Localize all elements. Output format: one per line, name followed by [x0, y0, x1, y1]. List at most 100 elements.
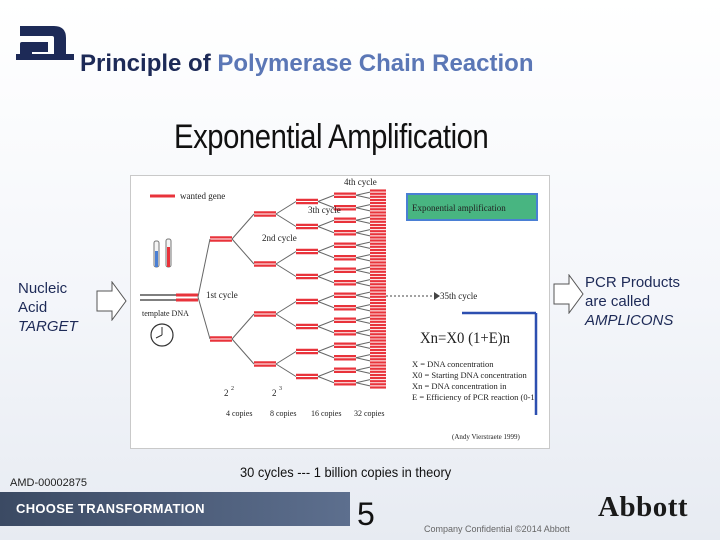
- power-2-left: 2: [224, 388, 229, 398]
- cycle-label-3: 3th cycle: [308, 205, 341, 215]
- branch-line: [317, 294, 335, 302]
- definition-1: X = DNA concentration: [412, 359, 494, 369]
- branch-line: [275, 263, 297, 277]
- exponential-box-label: Exponential amplification: [412, 203, 506, 213]
- branch-line: [317, 301, 335, 309]
- timer-icon: [150, 323, 174, 347]
- branch-line: [355, 207, 371, 212]
- branch-line: [317, 276, 335, 284]
- definition-3: Xn = DNA concentration in: [412, 381, 507, 391]
- branch-line: [355, 319, 371, 324]
- branch-line: [355, 219, 371, 224]
- branch-line: [275, 351, 297, 365]
- branch-line: [355, 216, 371, 221]
- template-dna-label: template DNA: [142, 309, 189, 318]
- right-arrow-icon-2: [553, 274, 584, 314]
- branch-line: [275, 313, 297, 327]
- pcr-diagram: wanted gene template DNA 1st cycle 2nd c…: [140, 177, 538, 441]
- cycle-label-1: 1st cycle: [206, 290, 238, 300]
- branch-line: [231, 213, 255, 240]
- branch-line: [317, 251, 335, 259]
- branch-line: [317, 319, 335, 327]
- copies-16-label: 16 copies: [311, 409, 341, 418]
- branch-line: [355, 354, 371, 359]
- copies-8-label: 8 copies: [270, 409, 296, 418]
- document-id: AMD-00002875: [10, 477, 88, 489]
- branch-line: [355, 244, 371, 249]
- branch-line: [275, 251, 297, 265]
- branch-line: [355, 341, 371, 346]
- branch-line: [355, 269, 371, 274]
- branch-line: [317, 369, 335, 377]
- abbott-wordmark: Abbott: [598, 491, 689, 523]
- branch-line: [355, 369, 371, 374]
- branch-line: [197, 238, 211, 298]
- branch-line: [317, 344, 335, 352]
- footer-slogan: CHOOSE TRANSFORMATION: [16, 501, 205, 516]
- tree-strands: [210, 189, 386, 389]
- branch-line: [355, 304, 371, 309]
- branch-line: [275, 301, 297, 315]
- branch-line: [355, 291, 371, 296]
- definition-2: X0 = Starting DNA concentration: [412, 370, 528, 380]
- cycle-label-35: 35th cycle: [440, 291, 477, 301]
- branch-line: [317, 219, 335, 227]
- branch-line: [317, 244, 335, 252]
- branch-line: [355, 366, 371, 371]
- branch-line: [355, 307, 371, 312]
- branch-line: [355, 379, 371, 384]
- branch-line: [355, 329, 371, 334]
- branch-line: [355, 232, 371, 237]
- branch-line: [197, 296, 211, 340]
- branch-line: [355, 254, 371, 259]
- branch-line: [317, 351, 335, 359]
- definition-4: E = Efficiency of PCR reaction (0-1: [412, 392, 535, 402]
- power-2-right: 2: [272, 388, 277, 398]
- cycle-label-2: 2nd cycle: [262, 233, 297, 243]
- branch-line: [317, 226, 335, 234]
- branch-line: [355, 229, 371, 234]
- abbott-logo-icon: [16, 26, 74, 60]
- branch-line: [355, 282, 371, 287]
- branch-line: [355, 344, 371, 349]
- power-exp-3: 3: [279, 386, 282, 392]
- branch-line: [355, 357, 371, 362]
- confidential-notice: Company Confidential ©2014 Abbott: [424, 524, 570, 534]
- formula: Xn=X0 (1+E)n: [420, 330, 510, 347]
- right-label-amplicons: PCR Products are called AMPLICONS: [585, 274, 681, 329]
- footer-bar: [0, 492, 350, 526]
- branch-line: [355, 316, 371, 321]
- branch-line: [355, 241, 371, 246]
- branch-line: [317, 326, 335, 334]
- figure-heading: Exponential Amplification: [174, 118, 489, 156]
- slide-title: Principle of Polymerase Chain Reaction: [80, 50, 534, 77]
- branch-line: [355, 204, 371, 209]
- branch-line: [317, 376, 335, 384]
- left-label-nucleic-acid-target: Nucleic Acid TARGET: [18, 280, 78, 335]
- branch-line: [355, 294, 371, 299]
- branch-line: [275, 213, 297, 227]
- legend-wanted-gene-label: wanted gene: [180, 191, 225, 201]
- page-number: 5: [357, 496, 375, 532]
- branch-line: [355, 332, 371, 337]
- branch-line: [355, 194, 371, 199]
- branch-line: [231, 238, 255, 265]
- branch-line: [355, 257, 371, 262]
- branch-line: [355, 279, 371, 284]
- branch-line: [355, 191, 371, 196]
- power-exp-2-left: 2: [231, 386, 234, 392]
- thermometer-icon: [153, 238, 172, 268]
- copies-32-label: 32 copies: [354, 409, 384, 418]
- caption: 30 cycles --- 1 billion copies in theory: [240, 464, 452, 480]
- branch-line: [275, 201, 297, 215]
- copies-4-label: 4 copies: [226, 409, 252, 418]
- branch-line: [355, 266, 371, 271]
- branch-line: [317, 201, 335, 209]
- cycle-label-4: 4th cycle: [344, 177, 377, 187]
- branch-line: [355, 382, 371, 387]
- credit: (Andy Vierstraete 1999): [452, 433, 521, 441]
- branch-line: [275, 363, 297, 377]
- branch-line: [317, 194, 335, 202]
- branch-line: [317, 269, 335, 277]
- branch-line: [231, 338, 255, 365]
